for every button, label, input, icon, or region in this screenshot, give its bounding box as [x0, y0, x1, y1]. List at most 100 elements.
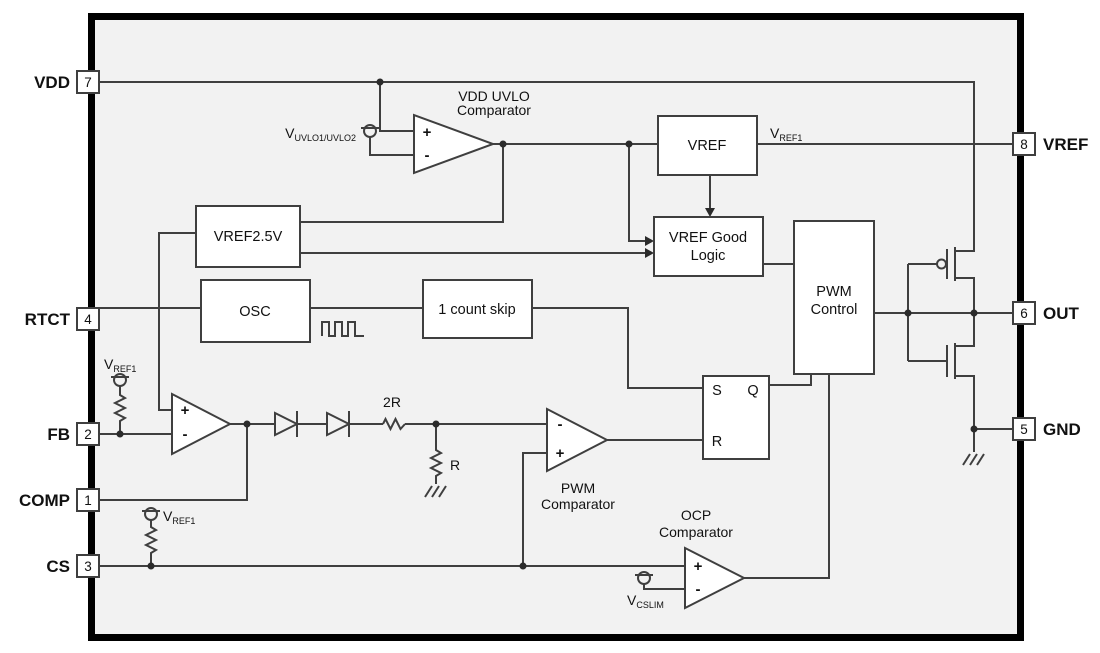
uvlo-plus-sign: +: [423, 124, 432, 141]
arrowheads: [645, 208, 715, 258]
source-circle-icon: [113, 373, 127, 387]
pin-vref-number: 8: [1020, 137, 1028, 152]
junction-dots: [116, 78, 978, 570]
source-circle-icon: [637, 571, 651, 585]
block-pwm-control-line1: PWM: [816, 284, 851, 300]
uvlo-minus-sign: -: [425, 147, 430, 164]
nmos-transistor: [908, 313, 975, 429]
source-circle-icon: [363, 124, 377, 138]
junction-dot: [147, 562, 155, 570]
resistor-r: [428, 424, 444, 484]
pin-gnd-box: [1012, 417, 1036, 441]
block-vref-box: [657, 115, 758, 176]
pin-gnd-label: GND: [1043, 420, 1081, 439]
v-ref1-fb-label: VREF1: [104, 356, 136, 374]
block-pwm-control: PWM Control: [793, 220, 875, 375]
resistor-2r: [382, 416, 406, 432]
junction-dot: [970, 309, 978, 317]
v-ref1-line-label: VREF1: [770, 125, 802, 143]
ocp-title-line2: Comparator: [659, 524, 733, 540]
v-ref1-fb-source: VREF1: [104, 356, 136, 387]
pin-gnd: 5 GND: [1012, 417, 1081, 441]
junction-dot: [519, 562, 527, 570]
arrow-into-goodlogic-2: [645, 248, 654, 258]
pin-comp-label: COMP: [19, 491, 70, 510]
wire-gnd: [973, 428, 1013, 452]
block-osc-box: [200, 279, 311, 343]
pin-cs-number: 3: [84, 559, 92, 574]
pwm-comparator: - + PWM Comparator: [541, 407, 615, 512]
pin-rtct-label: RTCT: [25, 310, 71, 329]
diode-icon: [274, 411, 300, 437]
v-ref1-cs-source: VREF1: [142, 507, 195, 526]
block-pwm-control-line2: Control: [811, 302, 858, 318]
block-vref-good-logic: VREF Good Logic: [653, 216, 764, 277]
ocp-minus-sign: -: [696, 581, 701, 598]
vdd-uvlo-comparator: + - VDD UVLO Comparator: [413, 88, 531, 175]
junction-dot: [243, 420, 251, 428]
junction-dot: [904, 309, 912, 317]
ocp-plus-sign: +: [694, 558, 703, 575]
latch-r-label: R: [712, 434, 722, 450]
wire-comp: [99, 424, 248, 501]
latch-q-label: Q: [747, 383, 758, 399]
pin-comp-box: [76, 488, 100, 512]
junction-dot: [499, 140, 507, 148]
error-amp-plus-sign: +: [181, 402, 190, 419]
resistor-cs-pullup: [143, 520, 159, 566]
uvlo-comparator-triangle: [413, 113, 496, 175]
osc-pulse-icon: [321, 321, 364, 337]
ocp-comparator: + - OCP Comparator: [659, 507, 747, 610]
block-vref-good-box: [653, 216, 764, 277]
ground-icon-gnd: [962, 453, 985, 466]
block-vref25-box: [195, 205, 301, 268]
pin-vref: 8 VREF: [1012, 132, 1088, 156]
pmos-gate-bubble-icon: [936, 258, 947, 270]
block-vref-good-line2: Logic: [691, 248, 726, 264]
junction-dot: [970, 425, 978, 433]
error-amp-triangle: [171, 392, 233, 456]
pin-comp: 1 COMP: [19, 488, 100, 512]
block-pwm-control-box: [793, 220, 875, 375]
pin-fb-box: [76, 422, 100, 446]
ground-icon-r: [424, 485, 447, 498]
pwm-comparator-triangle: [546, 407, 610, 473]
v-cslim-source: VCSLIM: [627, 571, 664, 610]
pwm-comp-title-line2: Comparator: [541, 496, 615, 512]
block-count-skip-label: 1 count skip: [438, 302, 515, 318]
wire-uvlo-ref-stub: [369, 137, 414, 156]
pin-cs: 3 CS: [46, 554, 100, 578]
wire-ocp-out: [744, 374, 830, 579]
sr-latch-box: [702, 375, 770, 460]
error-amp-minus-sign: -: [183, 426, 188, 443]
pin-fb: 2 FB: [47, 422, 100, 446]
block-osc: OSC: [200, 279, 311, 343]
v-cslim-label: VCSLIM: [627, 592, 664, 610]
pin-fb-number: 2: [84, 427, 92, 442]
pin-vdd-label: VDD: [34, 73, 70, 92]
pwm-plus-sign: +: [556, 445, 565, 462]
pin-out-label: OUT: [1043, 304, 1080, 323]
pin-out-box: [1012, 301, 1036, 325]
junction-dot: [625, 140, 633, 148]
v-ref1-cs-label: VREF1: [163, 508, 195, 526]
block-vref25-label: VREF2.5V: [214, 229, 283, 245]
pin-vref-box: [1012, 132, 1036, 156]
source-circle-icon: [144, 507, 158, 521]
pwm-comp-title-line1: PWM: [561, 480, 595, 496]
ocp-comparator-triangle: [684, 546, 747, 610]
resistor-r-label: R: [450, 457, 460, 473]
ocp-title-line1: OCP: [681, 507, 711, 523]
wire-uvlo-plus-feed: [379, 82, 414, 132]
block-count-skip-box: [422, 279, 533, 339]
pin-rtct-number: 4: [84, 312, 92, 327]
sr-latch: S Q R: [702, 375, 770, 460]
wire-vdd-rail: [99, 81, 975, 252]
v-uvlo-label: VUVLO1/UVLO2: [285, 125, 356, 143]
block-vref-label: VREF: [688, 138, 727, 154]
error-amplifier: + -: [171, 392, 233, 456]
wire-latch-q-out: [769, 374, 812, 386]
block-count-skip: 1 count skip: [422, 279, 533, 339]
